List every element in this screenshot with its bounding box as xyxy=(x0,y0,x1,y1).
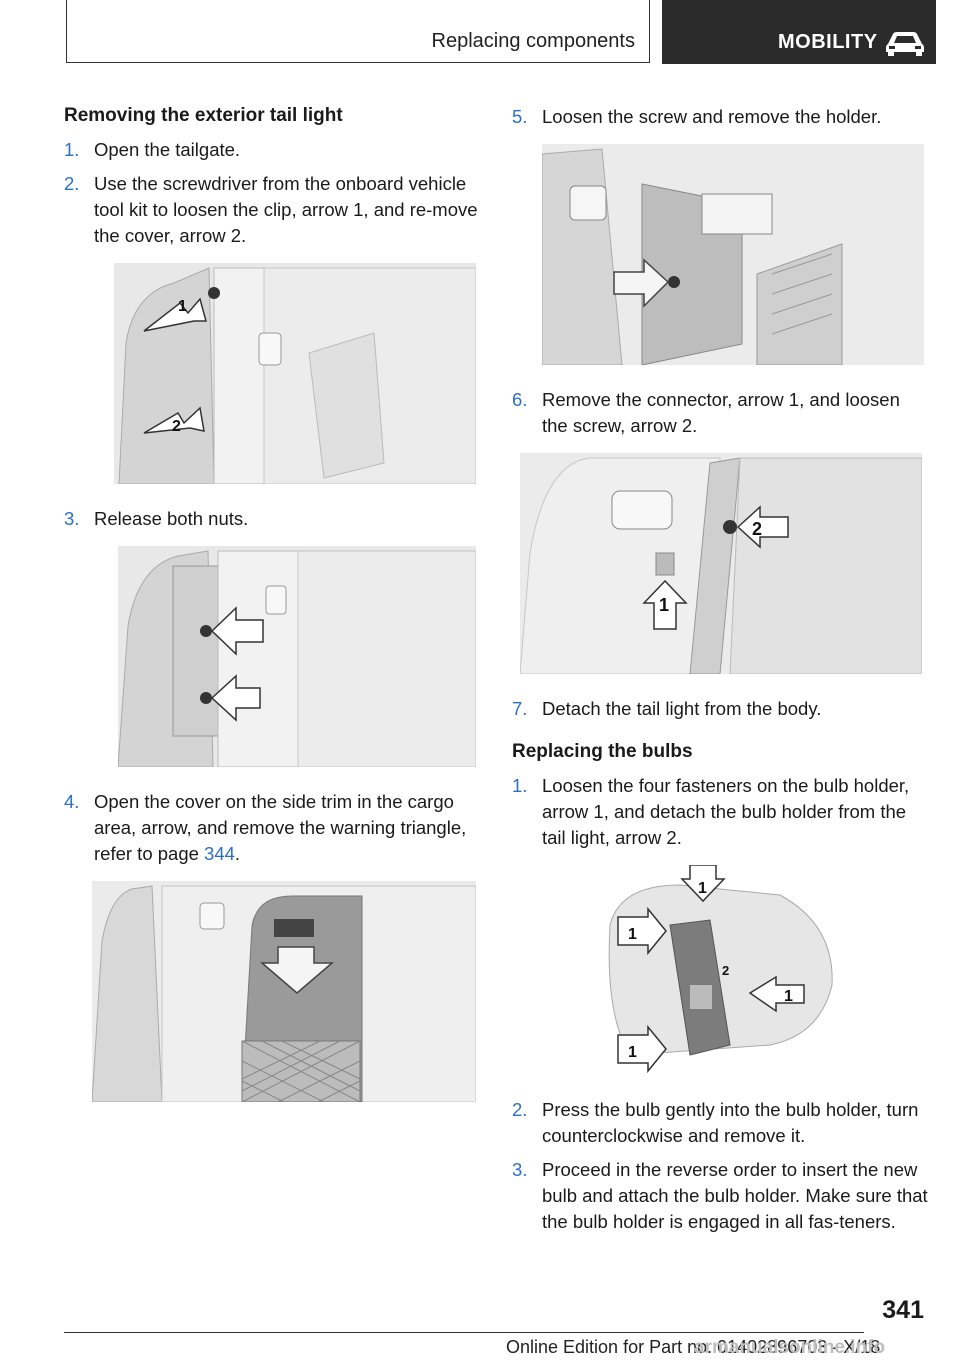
illustration-bulb-holder: 1 1 1 1 2 xyxy=(600,865,840,1075)
step-text: Press the bulb gently into the bulb hold… xyxy=(542,1099,919,1146)
callout-1: 1 xyxy=(659,595,669,615)
step-item: 6. Remove the connector, arrow 1, and lo… xyxy=(512,387,928,439)
section-heading-remove-tail-light: Removing the exterior tail light xyxy=(64,105,343,126)
step-item: 2. Press the bulb gently into the bulb h… xyxy=(512,1097,928,1149)
illustration-clip-cover: 1 2 xyxy=(114,263,476,484)
left-column: Removing the exterior tail light 1. Open… xyxy=(64,104,480,1124)
step-text: Proceed in the reverse order to insert t… xyxy=(542,1159,928,1232)
step-item: 1. Loosen the four fasteners on the bulb… xyxy=(512,773,928,851)
step-text: Detach the tail light from the body. xyxy=(542,698,822,719)
step-number: 4. xyxy=(64,791,80,812)
step-item: 7. Detach the tail light from the body. xyxy=(512,696,928,722)
callout-1: 1 xyxy=(698,880,707,897)
step-text: Use the screwdriver from the onboard veh… xyxy=(94,173,478,246)
step-item: 5. Loosen the screw and remove the holde… xyxy=(512,104,928,130)
car-icon xyxy=(886,32,924,56)
edition-text: Online Edition for Part no. 01402896703 … xyxy=(506,1337,881,1357)
step-number: 3. xyxy=(512,1159,528,1180)
step-item: 2. Use the screwdriver from the onboard … xyxy=(64,171,480,249)
illustration-holder-screw xyxy=(542,144,924,365)
page-reference-link[interactable]: 344 xyxy=(204,843,235,864)
page-number: 341 xyxy=(882,1296,924,1324)
step-number: 1. xyxy=(64,139,80,160)
callout-2: 2 xyxy=(172,418,181,435)
footer-divider xyxy=(64,1332,864,1333)
step-item: 1. Open the tailgate. xyxy=(64,137,480,163)
step-text: Release both nuts. xyxy=(94,508,249,529)
page-header: Replacing components MOBILITY xyxy=(66,0,936,66)
illustration-connector-screw: 2 1 xyxy=(520,453,922,674)
step-number: 2. xyxy=(512,1099,528,1120)
callout-2: 2 xyxy=(752,519,762,539)
step-item: 3. Release both nuts. xyxy=(64,506,480,532)
section-title: Replacing components xyxy=(431,30,635,52)
step-number: 6. xyxy=(512,389,528,410)
illustration-side-trim-cover xyxy=(92,881,476,1102)
step-number: 2. xyxy=(64,173,80,194)
callout-1: 1 xyxy=(628,926,637,943)
step-item: 3. Proceed in the reverse order to inser… xyxy=(512,1157,928,1235)
step-text: Open the cover on the side trim in the c… xyxy=(94,791,467,864)
callout-2: 2 xyxy=(722,963,729,978)
callout-1: 1 xyxy=(628,1044,637,1061)
callout-1: 1 xyxy=(178,298,187,315)
right-column: 5. Loosen the screw and remove the holde… xyxy=(512,104,928,1243)
chapter-tab: MOBILITY xyxy=(662,0,936,64)
callout-1: 1 xyxy=(784,988,793,1005)
chapter-title: MOBILITY xyxy=(778,31,878,53)
section-heading-replace-bulbs: Replacing the bulbs xyxy=(512,741,693,762)
step-text: Remove the connector, arrow 1, and loose… xyxy=(542,389,900,436)
step-text: Open the tailgate. xyxy=(94,139,241,160)
watermark: armanualsonline.info xyxy=(694,1337,886,1358)
step-number: 5. xyxy=(512,106,528,127)
step-number: 7. xyxy=(512,698,528,719)
step-text: Loosen the screw and remove the holder. xyxy=(542,106,882,127)
step-text: Loosen the four fasteners on the bulb ho… xyxy=(542,775,910,848)
illustration-nuts xyxy=(118,546,476,767)
step-item: 4. Open the cover on the side trim in th… xyxy=(64,789,480,867)
step-number: 3. xyxy=(64,508,80,529)
header-section-box: Replacing components xyxy=(66,0,650,63)
step-number: 1. xyxy=(512,775,528,796)
